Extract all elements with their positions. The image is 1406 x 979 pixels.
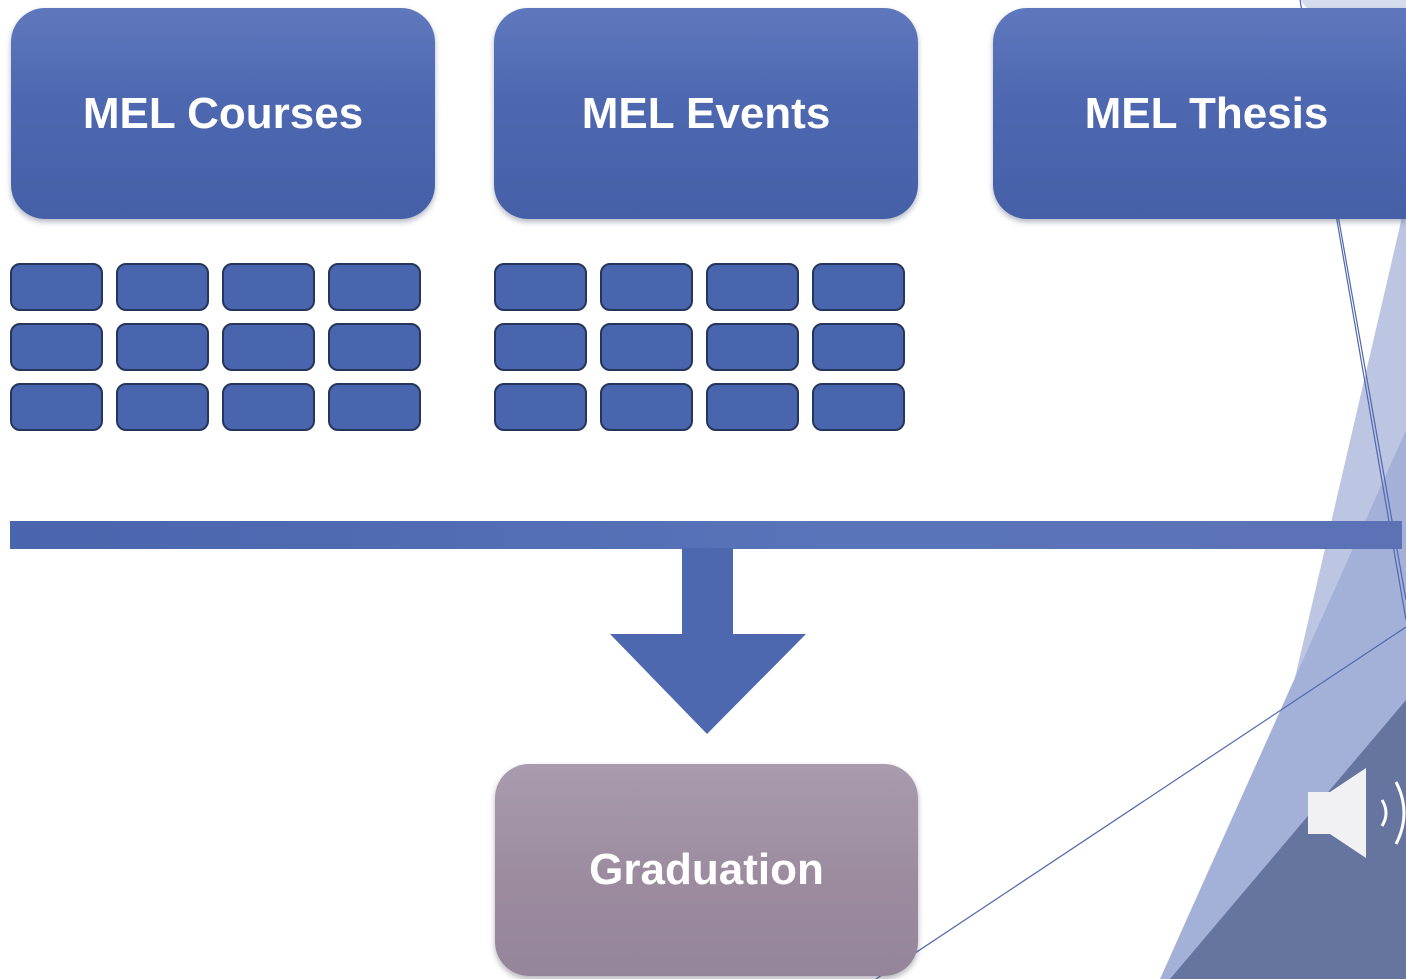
graduation-label: Graduation <box>589 845 824 894</box>
mel-thesis-label: MEL Thesis <box>1084 88 1329 138</box>
mel-thesis-box: MEL Thesis <box>993 8 1406 219</box>
courses-grid <box>10 263 421 431</box>
event-block <box>600 323 693 371</box>
course-block <box>10 383 103 431</box>
decor-line-3 <box>875 626 1406 979</box>
course-block <box>328 383 421 431</box>
event-block <box>600 383 693 431</box>
event-block <box>812 383 905 431</box>
course-block <box>222 323 315 371</box>
event-block <box>812 323 905 371</box>
speaker-wave-2 <box>1394 781 1406 845</box>
event-block <box>494 323 587 371</box>
events-grid <box>494 263 905 431</box>
mel-events-box: MEL Events <box>494 8 918 219</box>
course-block <box>116 263 209 311</box>
mel-events-label: MEL Events <box>581 88 831 138</box>
course-block <box>10 323 103 371</box>
course-block <box>328 263 421 311</box>
course-block <box>222 383 315 431</box>
speaker-icon[interactable] <box>1300 768 1406 858</box>
course-block <box>10 263 103 311</box>
course-block <box>222 263 315 311</box>
course-block <box>116 323 209 371</box>
event-block <box>494 263 587 311</box>
speaker-body <box>1308 768 1366 858</box>
course-block <box>116 383 209 431</box>
decor-dark-shape <box>1170 700 1406 979</box>
horizontal-connector-bar <box>10 521 1402 549</box>
mel-courses-label: MEL Courses <box>82 88 364 138</box>
event-block <box>494 383 587 431</box>
graduation-box: Graduation <box>495 764 918 976</box>
mel-courses-box: MEL Courses <box>11 8 435 219</box>
event-block <box>706 263 799 311</box>
course-block <box>328 323 421 371</box>
event-block <box>706 383 799 431</box>
event-block <box>812 263 905 311</box>
speaker-wave-1 <box>1380 799 1388 827</box>
event-block <box>600 263 693 311</box>
event-block <box>706 323 799 371</box>
